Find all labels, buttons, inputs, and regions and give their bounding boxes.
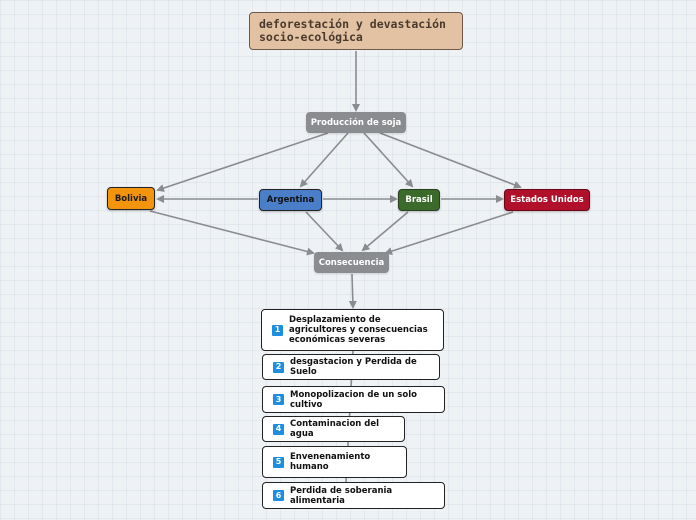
consequence-item-label: Perdida de soberania alimentaria: [290, 485, 393, 506]
consequence-item-4[interactable]: 4 Contaminacion del agua: [262, 416, 405, 442]
consequence-item-3[interactable]: 3 Monopolizacion de un solo cultivo: [262, 386, 445, 413]
number-badge: 2: [273, 361, 284, 373]
country-argentina-label: Argentina: [266, 195, 315, 205]
country-brasil-label: Brasil: [405, 195, 433, 205]
consequence-item-2[interactable]: 2 desgastacion y Perdida de Suelo: [262, 354, 440, 380]
consequence-item-label: Monopolizacion de un solo cultivo: [290, 389, 417, 410]
number-badge: 4: [273, 423, 284, 435]
number-badge: 1: [272, 324, 283, 336]
number-badge: 6: [273, 490, 284, 501]
country-bolivia[interactable]: Bolivia: [107, 187, 155, 210]
consequence-item-label: desgastacion y Perdida de Suelo: [290, 357, 417, 377]
consequence-item-label: Envenenamiento humano: [290, 452, 371, 472]
consequence-label: Consecuencia: [318, 257, 385, 268]
root-topic[interactable]: deforestación y devastación socio-ecológ…: [249, 12, 463, 50]
consequence-item-label: Desplazamiento de agricultores y consecu…: [289, 315, 428, 345]
cause-node[interactable]: Producción de soja: [306, 112, 406, 133]
consequence-item-6[interactable]: 6 Perdida de soberania alimentaria: [262, 482, 445, 509]
country-usa-label: Estados Unidos: [510, 195, 584, 205]
consequence-item-1[interactable]: 1 Desplazamiento de agricultores y conse…: [261, 309, 444, 351]
country-brasil[interactable]: Brasil: [398, 189, 440, 211]
cause-label: Producción de soja: [310, 117, 402, 128]
consequence-item-label: Contaminacion del agua: [290, 419, 380, 439]
country-bolivia-label: Bolivia: [114, 193, 148, 204]
number-badge: 5: [273, 456, 284, 468]
number-badge: 3: [273, 394, 284, 405]
country-usa[interactable]: Estados Unidos: [504, 189, 590, 211]
country-argentina[interactable]: Argentina: [259, 189, 322, 211]
consequence-node[interactable]: Consecuencia: [314, 252, 389, 273]
consequence-item-5[interactable]: 5 Envenenamiento humano: [262, 446, 407, 478]
root-topic-label: deforestación y devastación socio-ecológ…: [259, 17, 446, 44]
